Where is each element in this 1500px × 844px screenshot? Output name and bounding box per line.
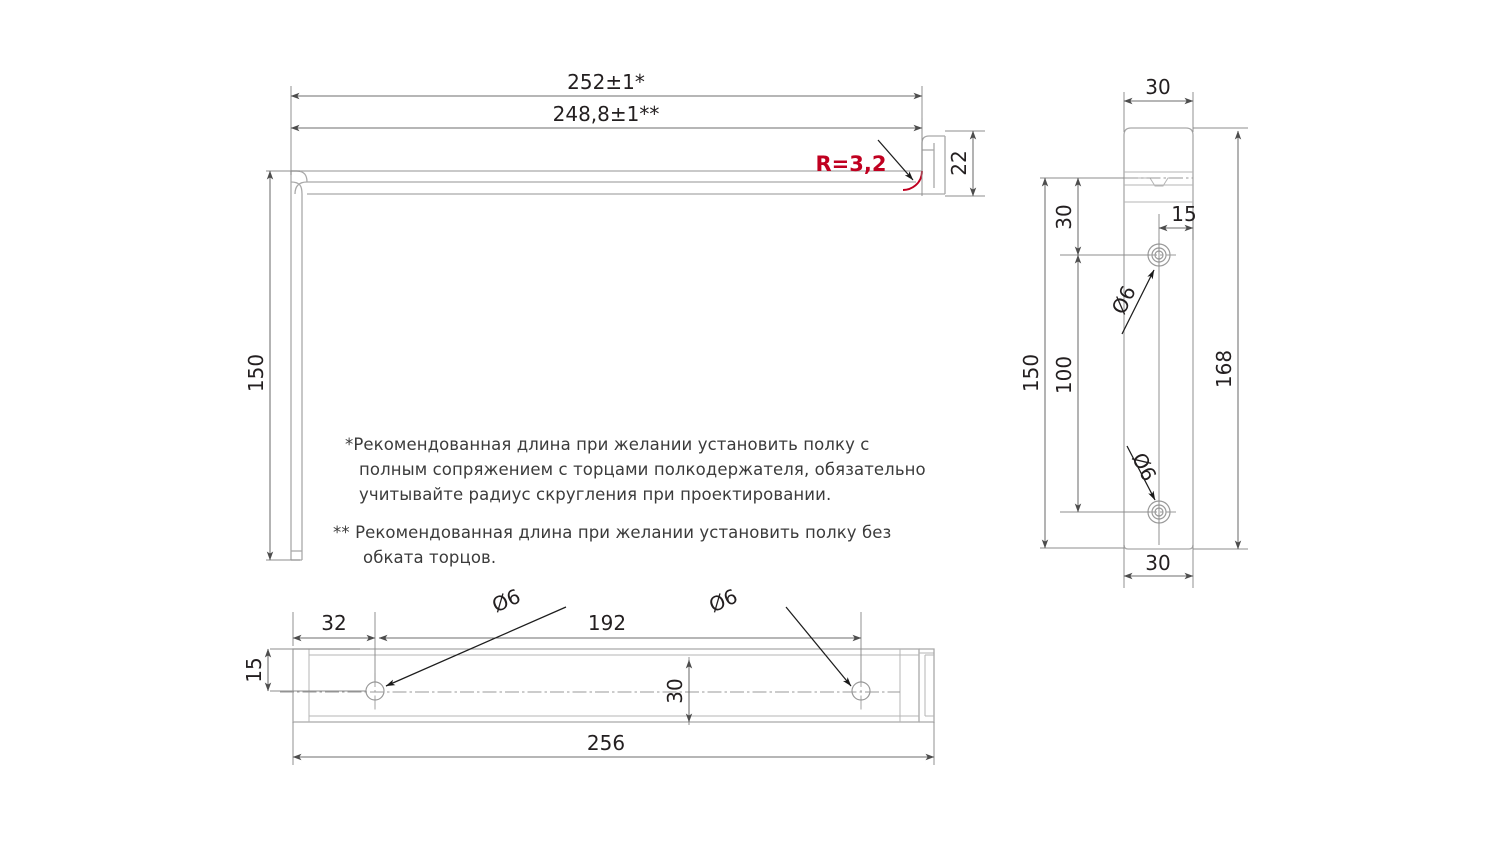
hole-callout-lower-front: Ø6: [1126, 445, 1161, 501]
dimension-192: 192: [378, 611, 862, 642]
side-elevation-view: 252±1* 248,8±1** 22 150 R=3,2: [244, 70, 985, 561]
note-2: ** Рекомендованная длина при желании уст…: [333, 520, 965, 570]
dimension-150-side: 150: [244, 170, 274, 561]
dimension-label-248-8: 248,8±1**: [553, 102, 660, 126]
dimension-150-front: 150: [1019, 177, 1049, 549]
dimension-label-256: 256: [587, 731, 625, 755]
dimension-label-252: 252±1*: [567, 70, 645, 94]
note-1: *Рекомендованная длина при желании устан…: [345, 432, 965, 507]
dimension-256: 256: [292, 731, 935, 761]
dimension-248-8: 248,8±1**: [290, 102, 923, 132]
dimension-label-30-plan: 30: [663, 678, 687, 703]
hole-label-left-plan: Ø6: [488, 584, 524, 618]
mounting-hole-upper: [1143, 239, 1176, 272]
dimension-30-top: 30: [1123, 75, 1194, 105]
hole-callout-left-plan: Ø6: [385, 584, 567, 687]
hole-label-right-plan: Ø6: [705, 584, 741, 618]
dimension-252: 252±1*: [290, 70, 923, 100]
dimension-label-150-side: 150: [244, 354, 268, 392]
plan-top-view: 15 32 192 30 256 Ø6 Ø6: [242, 584, 935, 765]
note-1-line-2: полным сопряжением с торцами полкодержат…: [359, 460, 926, 479]
dimension-label-15-front: 15: [1171, 202, 1196, 226]
dimension-100: 100: [1052, 254, 1082, 513]
dimension-label-150-front: 150: [1019, 354, 1043, 392]
dimension-30-hole-offset: 30: [1052, 177, 1082, 256]
bracket-front-profile: [1123, 127, 1194, 550]
hole-callout-upper-front: Ø6: [1107, 269, 1155, 335]
note-1-marker: *: [345, 435, 354, 454]
dimension-15-plan: 15: [242, 648, 272, 692]
radius-callout-r32: R=3,2: [816, 139, 914, 181]
radius-label-r32: R=3,2: [816, 152, 887, 176]
note-1-line-3: учитывайте радиус скругления при проекти…: [359, 485, 832, 504]
hole-label-upper-front: Ø6: [1107, 282, 1141, 318]
dimension-15-front: 15: [1158, 202, 1197, 232]
notes-block: *Рекомендованная длина при желании устан…: [333, 432, 965, 570]
dimension-label-192: 192: [588, 611, 626, 635]
hole-callout-right-plan: Ø6: [705, 584, 852, 687]
dimension-label-168: 168: [1212, 350, 1236, 388]
dimension-label-30-top: 30: [1145, 75, 1170, 99]
hole-label-lower-front: Ø6: [1127, 449, 1161, 485]
dimension-30-plan: 30: [663, 659, 693, 723]
dimension-30-bottom: 30: [1123, 551, 1194, 580]
dimension-label-15-plan: 15: [242, 657, 266, 682]
bracket-plan-profile: [280, 648, 935, 723]
dimension-label-100: 100: [1052, 356, 1076, 394]
dimension-label-32: 32: [321, 611, 346, 635]
dimension-label-22: 22: [947, 150, 971, 175]
dimension-32: 32: [292, 611, 376, 642]
dimension-22: 22: [947, 130, 977, 197]
note-2-marker: **: [333, 523, 350, 542]
note-2-line-2: обката торцов.: [363, 548, 497, 567]
front-view: 30 30 15 30 100 150 168: [1019, 75, 1248, 588]
note-1-line-1: Рекомендованная длина при желании устано…: [353, 435, 870, 454]
dimension-label-30-hole-offset: 30: [1052, 204, 1076, 229]
dimension-168: 168: [1212, 130, 1242, 550]
note-2-line-1: Рекомендованная длина при желании устано…: [355, 523, 892, 542]
dimension-label-30-bottom: 30: [1145, 551, 1170, 575]
